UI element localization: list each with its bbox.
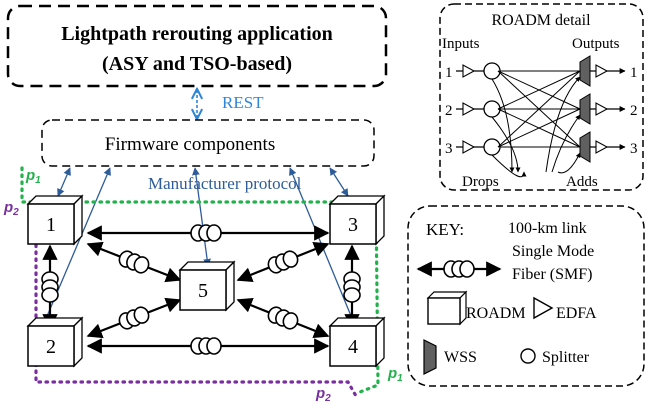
key-coil-icon	[443, 260, 475, 278]
edfa-out-icon	[595, 140, 609, 154]
node-2: 2	[26, 316, 84, 368]
edfa-in-icon	[462, 140, 476, 154]
app-title-line2: (ASY and TSO-based)	[102, 53, 292, 75]
fiber-coils	[41, 224, 361, 355]
inputs-label: Inputs	[442, 36, 480, 52]
key-link-line1: 100-km link	[508, 220, 587, 237]
input-port-1: 1	[445, 65, 453, 81]
rest-label: REST	[222, 93, 264, 112]
output-port-1: 1	[630, 65, 638, 81]
node-label-5: 5	[198, 280, 208, 302]
coil-1-5	[118, 250, 150, 274]
wss-icon	[579, 93, 591, 125]
node-1: 1	[26, 194, 84, 246]
key-roadm-label: ROADM	[466, 305, 526, 322]
p1-label-top: p1	[25, 167, 41, 186]
coil-2-5	[118, 306, 150, 330]
p1-label-bottom: p1	[387, 365, 403, 384]
key-link-line3: Fiber (SMF)	[512, 266, 592, 283]
key-title: KEY:	[426, 220, 464, 239]
roadm-detail-title: ROADM detail	[491, 12, 591, 29]
node-label-1: 1	[46, 214, 56, 236]
coil-1-2	[41, 271, 59, 303]
key-wss-label: WSS	[444, 349, 477, 366]
node-3: 3	[328, 194, 386, 246]
edfa-in-icon	[462, 102, 476, 116]
node-4: 4	[328, 316, 386, 368]
application-box: Lightpath rerouting application (ASY and…	[6, 4, 388, 88]
p2-label-bottom: p2	[315, 385, 331, 404]
path-p2: p2 p2	[3, 199, 358, 404]
edfa-out-icon	[595, 64, 609, 78]
edfa-in-icon	[462, 64, 476, 78]
adds-label: Adds	[566, 174, 598, 190]
outputs-label: Outputs	[572, 36, 620, 52]
input-port-3: 3	[445, 141, 453, 157]
wss-icon	[579, 55, 591, 87]
edfa-out-icon	[595, 102, 609, 116]
rest-connection: REST	[197, 90, 264, 118]
input-port-2: 2	[445, 103, 453, 119]
roadm-detail-box: ROADM detail Inputs Outputs Drops Adds 1…	[439, 3, 644, 191]
key-link-icon	[416, 260, 502, 278]
wss-icon	[579, 131, 591, 163]
manufacturer-protocol-label: Manufacturer protocol	[148, 174, 302, 193]
splitter-icon	[483, 100, 501, 118]
key-roadm-cube-icon	[426, 290, 468, 326]
node-label-4: 4	[348, 336, 358, 358]
app-title-line1: Lightpath rerouting application	[61, 23, 333, 45]
output-port-2: 2	[630, 103, 638, 119]
coil-3-5	[267, 250, 299, 274]
key-box: KEY: 100-km link Single Mode Fiber (SMF)…	[407, 205, 645, 387]
key-splitter-icon	[520, 348, 536, 364]
key-link-line2: Single Mode	[512, 243, 594, 260]
coil-1-3	[190, 224, 222, 242]
drops-label: Drops	[462, 174, 499, 190]
firmware-label: Firmware components	[105, 134, 275, 155]
splitter-icon	[483, 138, 501, 156]
node-label-2: 2	[46, 336, 56, 358]
coil-4-5	[267, 306, 299, 330]
key-splitter-label: Splitter	[542, 349, 590, 366]
coil-2-4	[190, 337, 222, 355]
splitter-icon	[483, 62, 501, 80]
key-edfa-label: EDFA	[556, 305, 597, 322]
p2-label-top: p2	[3, 199, 19, 218]
firmware-box: Firmware components	[41, 119, 375, 167]
key-edfa-icon	[533, 296, 554, 320]
roadm-internals: 1 1 2 2 3 3	[445, 55, 638, 178]
node-5: 5	[178, 260, 236, 312]
output-port-3: 3	[630, 141, 638, 157]
key-wss-icon	[423, 339, 437, 375]
roadm-nodes: 1 2 3 4 5	[26, 194, 386, 368]
node-label-3: 3	[348, 214, 358, 236]
coil-3-4	[343, 271, 361, 303]
